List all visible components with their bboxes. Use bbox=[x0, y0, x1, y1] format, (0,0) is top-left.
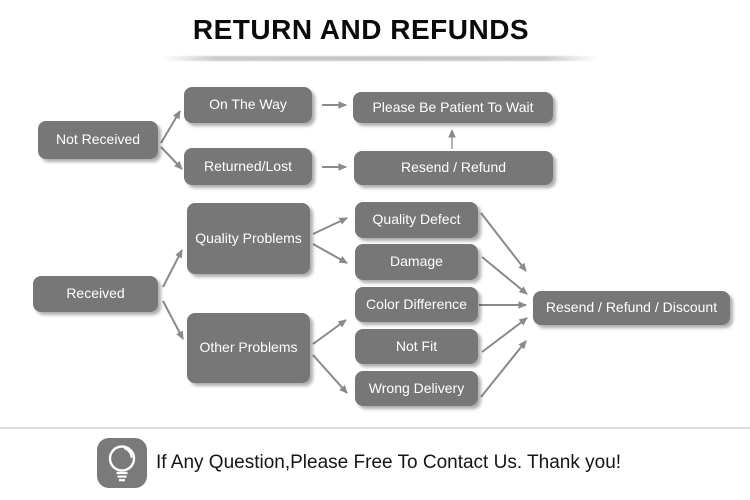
node-please-be-patient-to-wait: Please Be Patient To Wait bbox=[353, 92, 553, 123]
arrow-quality-problems-to-quality-defect bbox=[312, 217, 348, 235]
lightbulb-icon bbox=[97, 438, 147, 488]
arrow-other-problems-to-wrong-delivery bbox=[312, 354, 348, 394]
node-resend-refund: Resend / Refund bbox=[354, 151, 553, 185]
node-other-problems: Other Problems bbox=[187, 313, 310, 383]
node-not-received: Not Received bbox=[38, 121, 158, 159]
arrow-received-to-other-problems bbox=[162, 300, 184, 340]
footer-message: If Any Question,Please Free To Contact U… bbox=[156, 452, 622, 473]
node-on-the-way: On The Way bbox=[184, 87, 312, 123]
arrow-not-fit-to-discount bbox=[481, 317, 528, 353]
title-underline bbox=[162, 56, 598, 61]
page-title: RETURN AND REFUNDS bbox=[192, 14, 530, 45]
node-resend-refund-discount: Resend / Refund / Discount bbox=[533, 291, 730, 325]
arrow-received-to-quality-problems bbox=[162, 249, 183, 288]
arrow-not-received-to-on-the-way bbox=[160, 110, 181, 144]
node-color-difference: Color Difference bbox=[355, 287, 478, 322]
arrow-wrong-delivery-to-discount bbox=[480, 340, 527, 398]
arrow-other-problems-to-color-difference bbox=[312, 319, 347, 345]
arrow-not-received-to-returned-lost bbox=[160, 146, 183, 170]
node-quality-defect: Quality Defect bbox=[355, 202, 478, 238]
node-returned-lost: Returned/Lost bbox=[184, 148, 312, 185]
node-quality-problems: Quality Problems bbox=[187, 203, 310, 274]
node-not-fit: Not Fit bbox=[355, 329, 478, 364]
footer-divider bbox=[0, 427, 750, 429]
arrow-damage-to-discount bbox=[481, 256, 528, 295]
arrow-quality-defect-to-discount bbox=[480, 212, 527, 272]
arrow-quality-problems-to-damage bbox=[312, 243, 348, 264]
node-wrong-delivery: Wrong Delivery bbox=[355, 371, 478, 406]
node-damage: Damage bbox=[355, 244, 478, 280]
node-received: Received bbox=[33, 276, 158, 312]
